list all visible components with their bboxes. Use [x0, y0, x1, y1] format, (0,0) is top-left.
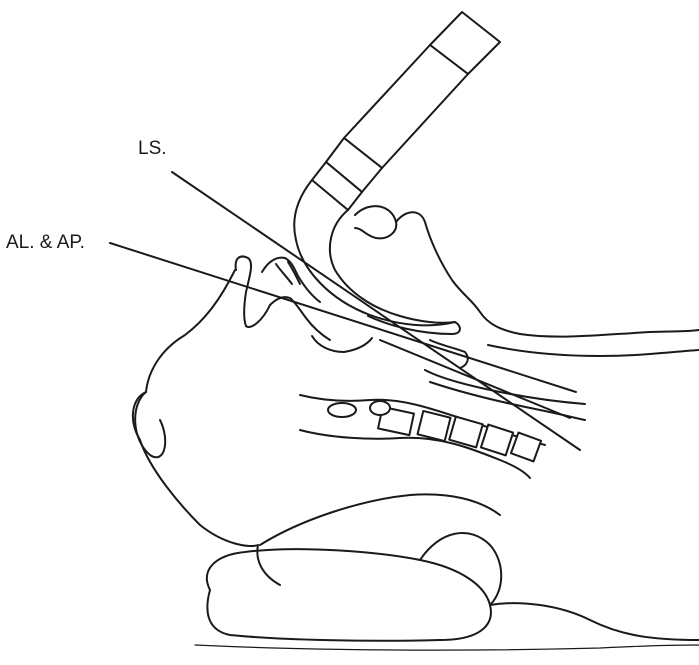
head-outline — [133, 270, 280, 585]
chin-outline — [396, 212, 520, 334]
tongue-outline — [312, 336, 372, 352]
ls-axis-label: LS. — [138, 139, 167, 158]
al-ap-axis-line — [110, 243, 576, 392]
pillow-outline — [207, 549, 491, 641]
laryngoscope-blade — [294, 180, 455, 325]
laryngoscope-handle — [344, 45, 468, 168]
neck-front-lower — [488, 345, 699, 356]
shoulder-outline — [490, 603, 699, 640]
jaw-outline — [355, 206, 396, 238]
occiput-outline — [260, 494, 500, 545]
pa-axis-line — [380, 340, 570, 418]
al-ap-axis-label: AL. & AP. — [6, 233, 85, 252]
ground-line — [195, 645, 699, 650]
pillow-fold — [420, 533, 501, 605]
neck-front-outline — [520, 330, 699, 337]
laryngoscope — [294, 12, 500, 334]
ear-outline — [135, 392, 165, 457]
